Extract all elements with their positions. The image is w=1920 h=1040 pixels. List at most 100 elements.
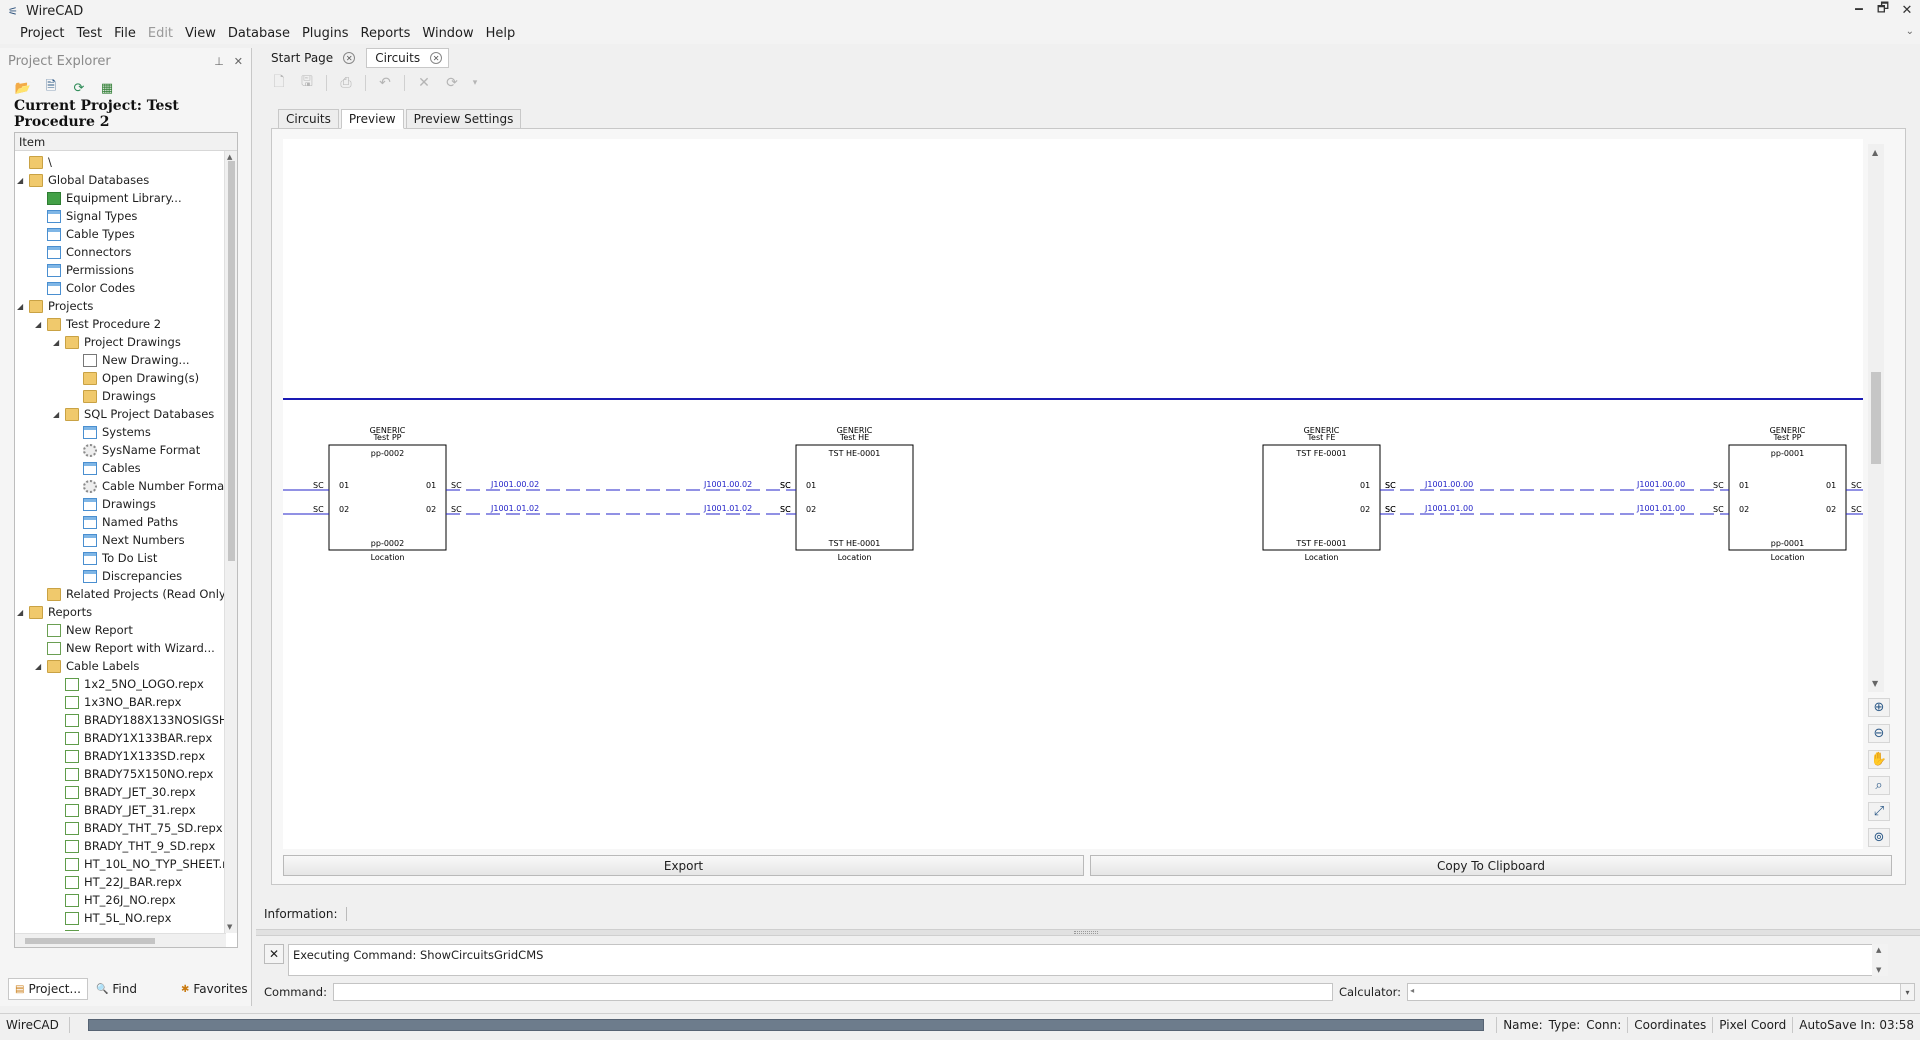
tree-item[interactable]: ◢Cable Labels (35, 657, 139, 675)
tree-hscroll-thumb[interactable] (25, 938, 155, 944)
refresh-icon[interactable]: ⟳ (73, 80, 85, 96)
splitter-grip[interactable] (1074, 931, 1098, 934)
tree-column-header[interactable]: Item (15, 133, 237, 151)
doc-tab-circuits[interactable]: Circuits✕ (366, 48, 450, 68)
log-scrollbar[interactable]: ▲ ▼ (1872, 944, 1888, 976)
tree-item[interactable]: Related Projects (Read Only) (35, 585, 225, 603)
calculator-dropdown-icon[interactable]: ▾ (1900, 984, 1915, 1000)
minimize-button[interactable]: 🗕 (1854, 1, 1864, 16)
expander-icon[interactable]: ◢ (17, 607, 24, 617)
tab-close-icon[interactable]: ✕ (430, 52, 443, 64)
tree-item[interactable]: Cable Types (35, 225, 135, 243)
tree-item[interactable]: Open Drawing(s) (71, 369, 199, 387)
close-button[interactable]: ✕ (1901, 2, 1913, 18)
tree-item[interactable]: Drawings (71, 387, 156, 405)
menu-plugins[interactable]: Plugins (301, 25, 349, 41)
scroll-up-icon[interactable]: ▲ (1872, 148, 1879, 157)
cable-number[interactable]: J1001.01.02 (703, 504, 752, 513)
zoom-in-icon[interactable]: ⊕ (1868, 698, 1890, 717)
tab-circuits[interactable]: Circuits (278, 109, 339, 129)
scroll-down-icon[interactable]: ▼ (1872, 679, 1879, 688)
tree-item[interactable]: Permissions (35, 261, 134, 279)
tree-item[interactable]: ◢Reports (17, 603, 92, 621)
tree-item[interactable]: SysName Format (71, 441, 200, 459)
expander-icon[interactable]: ◢ (35, 661, 42, 671)
tree-item[interactable]: HT_63L_SD.repx (53, 927, 178, 931)
panel-splitter[interactable] (256, 929, 1920, 936)
canvas-scroll-thumb[interactable] (1871, 372, 1881, 464)
scroll-down-icon[interactable]: ▼ (227, 923, 233, 931)
tree-item[interactable]: To Do List (71, 549, 157, 567)
tree-item[interactable]: \ (17, 153, 52, 171)
tree-item[interactable]: ◢Global Databases (17, 171, 149, 189)
tree-item[interactable]: Systems (71, 423, 151, 441)
tree-item[interactable]: New Report (35, 621, 133, 639)
tree-item[interactable]: New Report with Wizard... (35, 639, 215, 657)
new-icon[interactable]: 🗋 (273, 74, 285, 90)
explorer-tab-project[interactable]: ▤Project... (8, 978, 88, 1000)
menu-test[interactable]: Test (76, 25, 103, 41)
log-close-icon[interactable]: ✕ (264, 944, 284, 964)
pan-hand-icon[interactable]: ✋ (1868, 750, 1890, 769)
tree-item[interactable]: HT_5L_NO.repx (53, 909, 171, 927)
expander-icon[interactable]: ◢ (17, 175, 24, 185)
undo-icon[interactable]: ↶ (379, 75, 391, 91)
save-icon[interactable]: 🖫 (301, 74, 313, 90)
menu-reports[interactable]: Reports (360, 25, 411, 41)
zoom-fit-icon[interactable]: ⊚ (1868, 828, 1890, 847)
pin-icon[interactable]: ⊥ (214, 54, 224, 68)
tab-close-icon[interactable]: ✕ (343, 52, 356, 64)
tree-item[interactable]: HT_22J_BAR.repx (53, 873, 182, 891)
menu-help[interactable]: Help (485, 25, 516, 41)
tree-item[interactable]: Color Codes (35, 279, 135, 297)
tree-item[interactable]: Named Paths (71, 513, 178, 531)
delete-icon[interactable]: ✕ (418, 75, 430, 91)
tree-scroll-thumb[interactable] (228, 161, 235, 561)
tree-item[interactable]: New Drawing... (71, 351, 190, 369)
tree-item[interactable]: Cable Number Format (71, 477, 225, 495)
scroll-down-icon[interactable]: ▼ (1876, 966, 1882, 974)
tree-item[interactable]: Signal Types (35, 207, 137, 225)
restore-button[interactable]: 🗗 (1876, 1, 1890, 16)
tree-item[interactable]: BRADY188X133NOSIGSHEET (53, 711, 225, 729)
print-icon[interactable]: ⎙ (340, 75, 352, 91)
tree-item[interactable]: HT_10L_NO_TYP_SHEET.repx (53, 855, 225, 873)
expander-icon[interactable]: ◢ (53, 337, 60, 347)
tree-item[interactable]: Next Numbers (71, 531, 185, 549)
menu-database[interactable]: Database (227, 25, 290, 41)
zoom-out-icon[interactable]: ⊖ (1868, 724, 1890, 743)
tree-item[interactable]: BRADY_THT_75_SD.repx (53, 819, 223, 837)
tree-item[interactable]: BRADY_THT_9_SD.repx (53, 837, 215, 855)
tree-item[interactable]: Discrepancies (71, 567, 182, 585)
tree-item[interactable]: BRADY_JET_30.repx (53, 783, 196, 801)
menu-project[interactable]: Project (20, 25, 65, 41)
cable-number[interactable]: J1001.00.02 (490, 480, 539, 489)
tree-item[interactable]: 1x2_5NO_LOGO.repx (53, 675, 204, 693)
tree-item[interactable]: Cables (71, 459, 141, 477)
tree-item[interactable]: HT_26J_NO.repx (53, 891, 176, 909)
expander-icon[interactable]: ◢ (53, 409, 60, 419)
calculator-left-arrow-icon[interactable]: ◂ (1410, 986, 1415, 995)
tree-horizontal-scrollbar[interactable] (15, 933, 226, 947)
tree-item[interactable]: ◢Test Procedure 2 (35, 315, 161, 333)
copy-to-clipboard-button[interactable]: Copy To Clipboard (1090, 855, 1892, 876)
tree-item[interactable]: Equipment Library... (35, 189, 182, 207)
tree-vertical-scrollbar[interactable]: ▲ ▼ (224, 151, 237, 933)
new-document-icon[interactable]: 🗎 (45, 79, 57, 94)
expander-icon[interactable]: ◢ (35, 319, 42, 329)
cable-number[interactable]: J1001.00.02 (703, 480, 752, 489)
tree-item[interactable]: BRADY75X150NO.repx (53, 765, 214, 783)
tree-item[interactable]: BRADY1X133BAR.repx (53, 729, 212, 747)
menu-edit[interactable]: Edit (147, 25, 174, 41)
open-folder-icon[interactable]: 📂 (14, 80, 32, 96)
expander-icon[interactable]: ◢ (17, 301, 24, 311)
zoom-extents-icon[interactable]: ⤢ (1868, 802, 1890, 821)
tree-item[interactable]: BRADY_JET_31.repx (53, 801, 196, 819)
explorer-tab-favorites[interactable]: ✱Favorites (175, 978, 254, 1000)
cable-number[interactable]: J1001.01.00 (1636, 504, 1685, 513)
tree-item[interactable]: ◢Projects (17, 297, 93, 315)
zoom-window-icon[interactable]: ⌕ (1868, 776, 1890, 795)
